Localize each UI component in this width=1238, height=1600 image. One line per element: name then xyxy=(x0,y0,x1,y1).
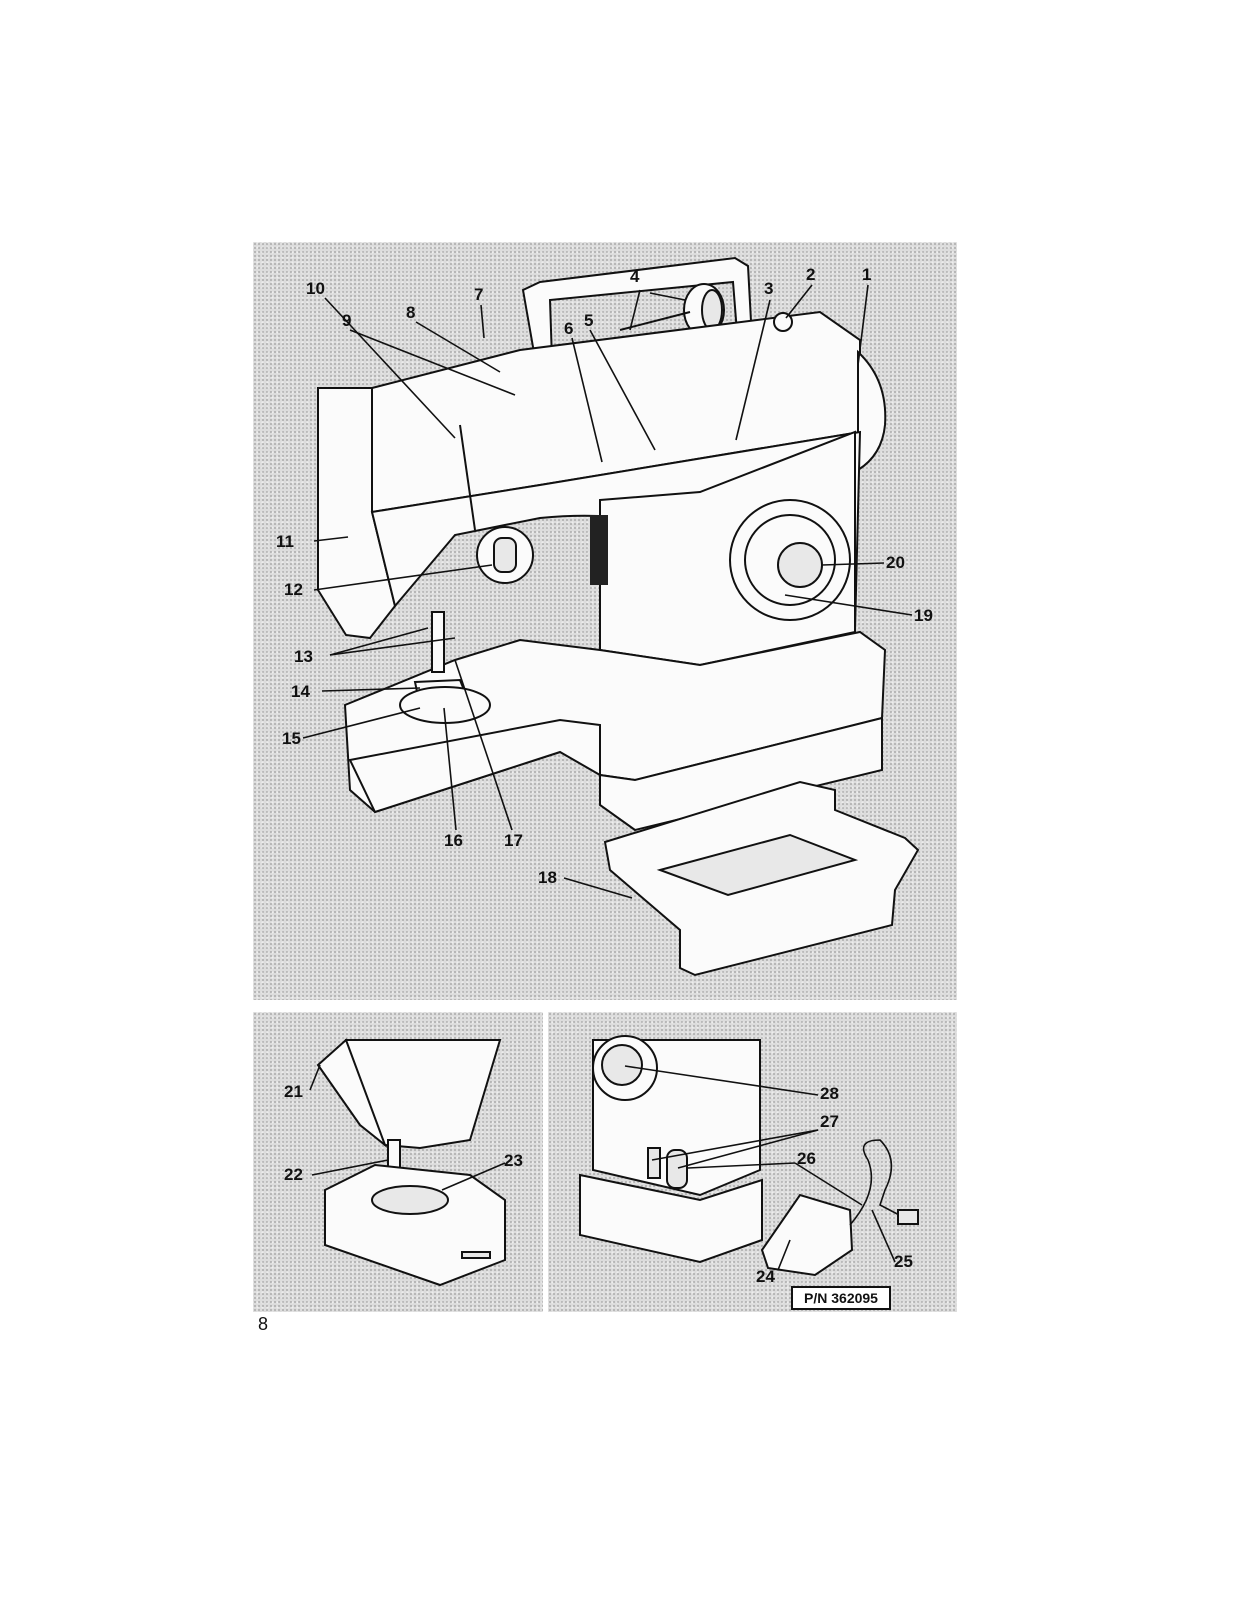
bed-stripe xyxy=(461,1251,491,1259)
handwheel xyxy=(857,349,887,472)
take-up-lever xyxy=(459,424,476,531)
foot-control xyxy=(760,1193,854,1277)
callout-20: 20 xyxy=(886,553,905,572)
callout-1: 1 xyxy=(862,265,872,284)
callout-11: 11 xyxy=(276,532,294,551)
callout-8: 8 xyxy=(406,303,416,322)
cord-plug xyxy=(897,1209,919,1225)
callout-18: 18 xyxy=(538,868,557,887)
needle-bar xyxy=(431,611,445,673)
callout-13: 13 xyxy=(294,647,313,666)
page-number: 8 xyxy=(258,1314,269,1334)
callout-4: 4 xyxy=(630,267,640,286)
handwheel-hub xyxy=(601,1044,643,1086)
callout-6: 6 xyxy=(564,319,574,338)
callout-5: 5 xyxy=(584,311,594,330)
dial-center-knob xyxy=(777,542,823,588)
machine-base-rear xyxy=(579,1173,763,1264)
spool-pin xyxy=(619,311,691,331)
callout-23: 23 xyxy=(504,1151,523,1170)
callout-22: 22 xyxy=(284,1165,303,1184)
feed-plate xyxy=(371,1185,449,1215)
callout-16: 16 xyxy=(444,831,463,850)
bed-slab xyxy=(324,1163,506,1287)
callout-15: 15 xyxy=(282,729,301,748)
callout-leaders xyxy=(302,284,913,1271)
callout-24: 24 xyxy=(756,1267,775,1286)
callout-27: 27 xyxy=(820,1112,839,1131)
power-cord xyxy=(849,1139,906,1226)
part-number-label: P/N 362095 xyxy=(791,1286,891,1310)
callout-3: 3 xyxy=(764,279,774,298)
callout-28: 28 xyxy=(820,1084,839,1103)
callout-12: 12 xyxy=(284,580,303,599)
bobbin-winder-spindle xyxy=(773,312,793,332)
callout-26: 26 xyxy=(797,1149,816,1168)
callout-19: 19 xyxy=(914,606,933,625)
callout-14: 14 xyxy=(291,682,310,701)
callout-7: 7 xyxy=(474,285,484,304)
callout-2: 2 xyxy=(806,265,816,284)
callout-9: 9 xyxy=(342,311,352,330)
callout-10: 10 xyxy=(306,279,325,298)
callout-17: 17 xyxy=(504,831,523,850)
extension-table-opening xyxy=(656,833,859,897)
tension-knob xyxy=(493,537,517,573)
power-switch xyxy=(647,1147,661,1179)
arm-side xyxy=(316,1038,388,1149)
callout-21: 21 xyxy=(284,1082,303,1101)
face-cover xyxy=(317,387,397,640)
callout-25: 25 xyxy=(894,1252,913,1271)
vent-grille xyxy=(590,515,608,585)
power-socket xyxy=(666,1149,688,1189)
